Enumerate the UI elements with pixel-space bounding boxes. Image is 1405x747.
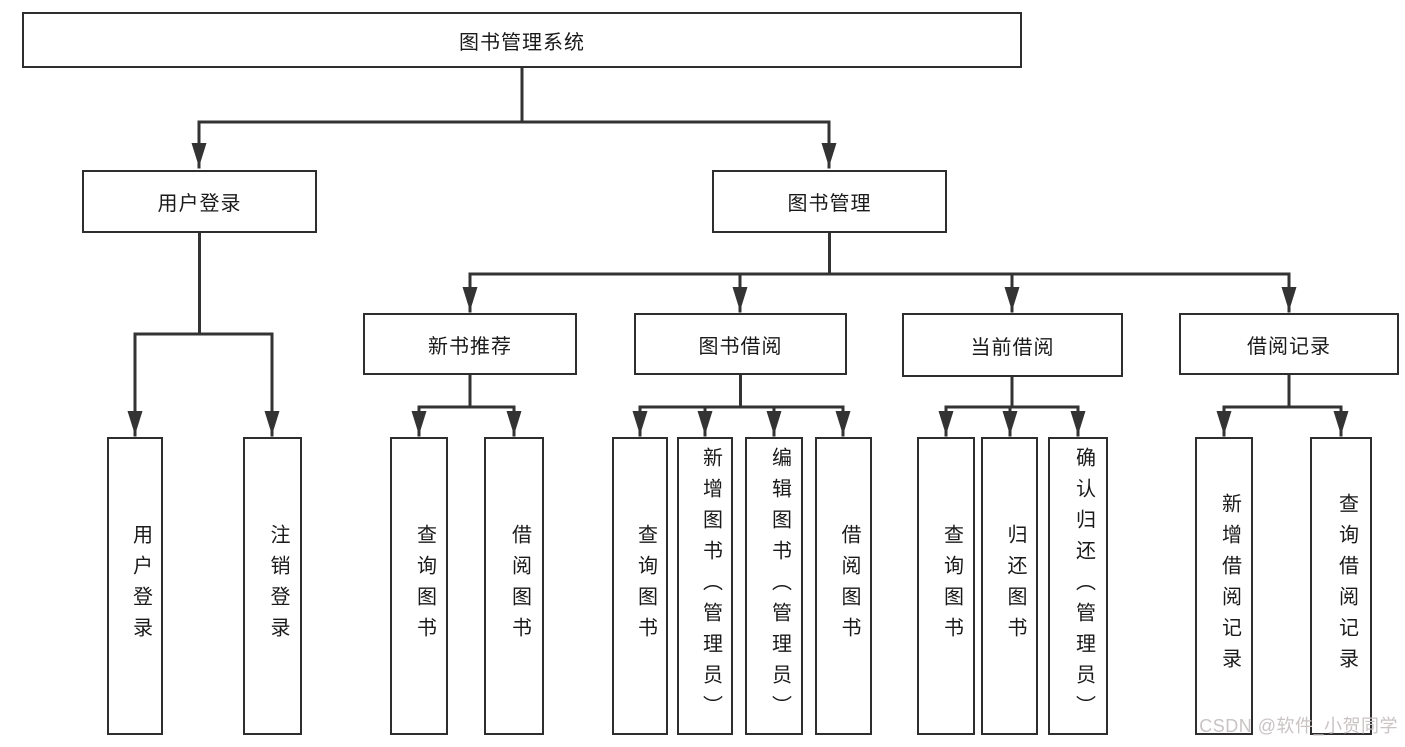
node-current-borrow-label: 当前借阅 [970, 336, 1055, 359]
leaf-borrow-query-book-label: 查询图书 [634, 524, 657, 648]
leaf-logout-label: 注销登录 [267, 524, 289, 648]
node-book-management: 图书管理 [712, 170, 947, 233]
leaf-borrow-query-book: 查询图书 [612, 437, 668, 735]
leaf-user-login: 用户登录 [107, 437, 163, 735]
node-user-login: 用户登录 [82, 170, 317, 233]
leaf-query-borrow-record-label: 查询借阅记录 [1335, 493, 1358, 679]
leaf-recommend-query-book: 查询图书 [390, 437, 448, 735]
leaf-confirm-return-admin-label: 确认归还（管理员） [1072, 446, 1095, 726]
leaf-current-query-book: 查询图书 [917, 437, 975, 735]
node-book-borrow-label: 图书借阅 [698, 335, 783, 358]
leaf-confirm-return-admin: 确认归还（管理员） [1048, 437, 1108, 735]
leaf-add-borrow-record: 新增借阅记录 [1195, 437, 1253, 735]
leaf-add-book-admin-label: 新增图书（管理员） [699, 446, 722, 726]
node-new-book-recommend: 新书推荐 [363, 313, 577, 375]
node-book-management-label: 图书管理 [787, 193, 872, 215]
node-user-login-label: 用户登录 [157, 193, 242, 215]
leaf-return-book-label: 归还图书 [1004, 524, 1026, 648]
node-borrow-records: 借阅记录 [1179, 313, 1399, 375]
leaf-recommend-borrow-book: 借阅图书 [484, 437, 544, 735]
node-new-book-recommend-label: 新书推荐 [428, 335, 512, 358]
leaf-borrow-book: 借阅图书 [815, 437, 872, 735]
leaf-edit-book-admin-label: 编辑图书（管理员） [768, 446, 791, 726]
leaf-add-book-admin: 新增图书（管理员） [677, 437, 733, 735]
node-book-borrow: 图书借阅 [634, 313, 847, 375]
leaf-borrow-book-label: 借阅图书 [838, 524, 860, 648]
node-root: 图书管理系统 [22, 12, 1022, 68]
leaf-add-borrow-record-label: 新增借阅记录 [1218, 493, 1241, 679]
leaf-recommend-borrow-book-label: 借阅图书 [508, 524, 531, 648]
leaf-current-query-book-label: 查询图书 [940, 524, 963, 648]
leaf-query-borrow-record: 查询借阅记录 [1310, 437, 1372, 735]
node-root-label: 图书管理系统 [459, 31, 585, 54]
leaf-logout: 注销登录 [243, 437, 302, 735]
leaf-return-book: 归还图书 [981, 437, 1038, 735]
node-current-borrow: 当前借阅 [902, 313, 1123, 377]
node-borrow-records-label: 借阅记录 [1247, 335, 1331, 358]
leaf-edit-book-admin: 编辑图书（管理员） [745, 437, 803, 735]
leaf-user-login-label: 用户登录 [129, 524, 152, 648]
leaf-recommend-query-book-label: 查询图书 [413, 524, 436, 648]
